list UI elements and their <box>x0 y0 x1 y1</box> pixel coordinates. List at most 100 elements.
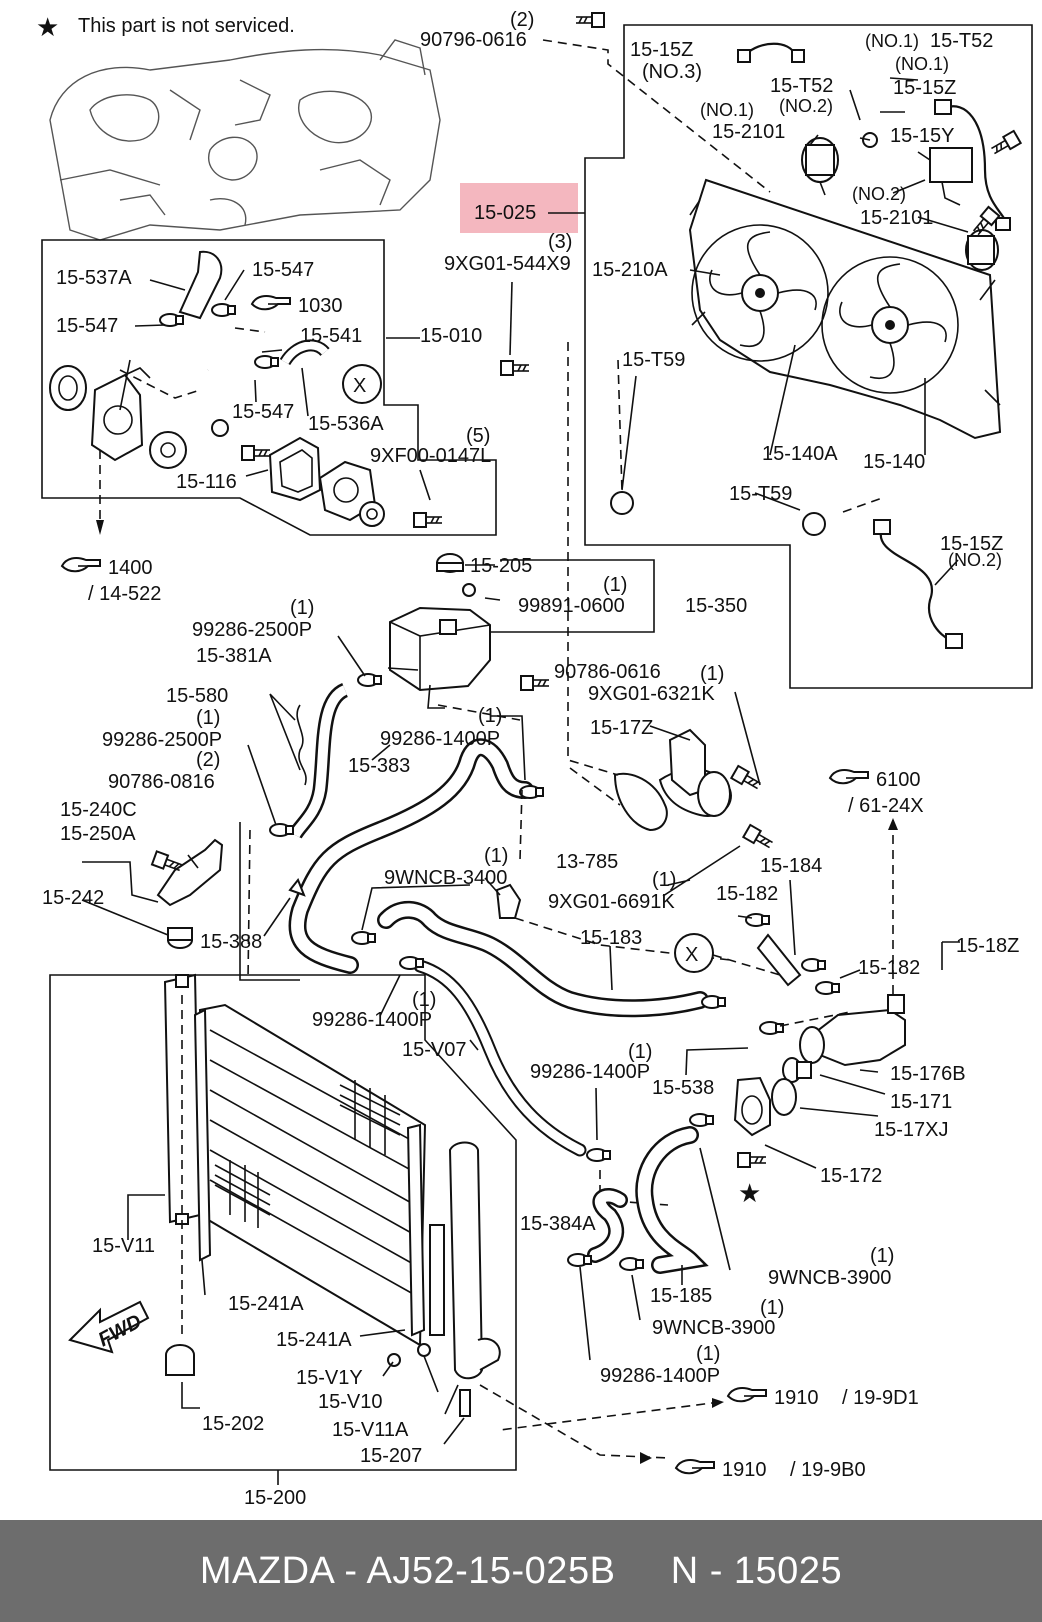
qty-2-b: (2) <box>196 749 220 771</box>
highlight-box <box>460 183 578 233</box>
part-15-547-c: 15-547 <box>232 401 294 423</box>
part-15-384a: 15-384A <box>520 1213 596 1235</box>
star-icon: ★ <box>36 13 59 43</box>
part-15-184: 15-184 <box>760 855 822 877</box>
part-15-025: 15-025 <box>474 202 536 224</box>
svg-text:X: X <box>685 944 698 966</box>
part-15-547-b: 15-547 <box>56 315 118 337</box>
part-90786-0816: 90786-0816 <box>108 771 215 793</box>
qty-1-c: (1) <box>700 663 724 685</box>
ref-1030[interactable]: 1030 <box>251 295 343 317</box>
resistor-15-15y <box>929 147 973 183</box>
qty-1-k: (1) <box>760 1297 784 1319</box>
thermostat-housing-group <box>567 342 776 853</box>
part-15-202: 15-202 <box>202 1413 264 1435</box>
harness-no2 <box>879 527 951 641</box>
part-15-241a-a: 15-241A <box>228 1293 304 1315</box>
part-15-18z: 15-18Z <box>956 935 1019 957</box>
circle-x-b <box>674 933 714 973</box>
ref-1910-a[interactable]: 1910 / 19-9D1 <box>727 1387 919 1409</box>
qty-1-i: (1) <box>628 1041 652 1063</box>
bypass-hose-group: X <box>351 845 781 1018</box>
circle-x-a <box>342 364 382 404</box>
part-15-140: 15-140 <box>863 451 925 473</box>
part-13-785: 13-785 <box>556 851 618 873</box>
part-15-541: 15-541 <box>300 325 362 347</box>
qty-1-b: (1) <box>290 597 314 619</box>
note-text: This part is not serviced. <box>78 15 295 37</box>
part-99891-0600: 99891-0600 <box>518 595 625 617</box>
part-15-538: 15-538 <box>652 1077 714 1099</box>
svg-text:/ 61-24X: / 61-24X <box>848 795 924 817</box>
svg-text:6100: 6100 <box>876 769 921 791</box>
part-15-17z: 15-17Z <box>590 717 653 739</box>
fan-motor-no2 <box>965 229 999 271</box>
ref-1400[interactable]: 1400 / 14-522 <box>61 557 161 605</box>
qty-1-g: (1) <box>652 869 676 891</box>
fwd-arrow: FWD <box>68 1300 150 1354</box>
part-15-t59-a: 15-T59 <box>622 349 685 371</box>
part-15-240c: 15-240C <box>60 799 137 821</box>
part-15-200: 15-200 <box>244 1487 306 1509</box>
part-90796-0616: 90796-0616 <box>420 29 527 51</box>
part-99286-2500p-b: 99286-2500P <box>102 729 222 751</box>
not-serviced-note: ★ This part is not serviced. <box>36 13 295 43</box>
part-9xg01-544x9: 9XG01-544X9 <box>444 253 571 275</box>
part-15-580: 15-580 <box>166 685 228 707</box>
lower-hoses-group <box>379 956 731 1361</box>
part-9wncb-3900-b: 9WNCB-3900 <box>652 1317 775 1339</box>
part-99286-2500p-a: 99286-2500P <box>192 619 312 641</box>
qty-1-d: (1) <box>196 707 220 729</box>
qty-1-f: (1) <box>484 845 508 867</box>
part-15-250a: 15-250A <box>60 823 136 845</box>
part-99286-1400p-a: 99286-1400P <box>380 728 500 750</box>
svg-text:1910: 1910 <box>722 1459 767 1481</box>
ref-1910-b[interactable]: 1910 / 19-9B0 <box>675 1459 866 1481</box>
ref-6100[interactable]: 6100 / 61-24X <box>829 769 924 817</box>
part-15-241a-b: 15-241A <box>276 1329 352 1351</box>
part-15-381a: 15-381A <box>196 645 272 667</box>
part-15-17xj: 15-17XJ <box>874 1119 949 1141</box>
part-15-183: 15-183 <box>580 927 642 949</box>
part-15-383: 15-383 <box>348 755 410 777</box>
part-15-v11a: 15-V11A <box>332 1419 409 1441</box>
qty-2-a: (2) <box>510 9 534 31</box>
radiator-group <box>49 973 724 1485</box>
svg-text:1910: 1910 <box>774 1387 819 1409</box>
part-90786-0616: 90786-0616 <box>554 661 661 683</box>
part-15-15z-b: 15-15Z <box>893 77 956 99</box>
qty-5: (5) <box>466 425 490 447</box>
part-15-176b: 15-176B <box>890 1063 966 1085</box>
part-15-185: 15-185 <box>650 1285 712 1307</box>
part-9xg01-6321k: 9XG01-6321K <box>588 683 715 705</box>
fan-shroud <box>688 178 1002 440</box>
harness-no1 <box>944 105 1006 221</box>
qty-no1-a: (NO.1) <box>865 31 919 51</box>
qty-1-a: (1) <box>603 574 627 596</box>
qty-no1-b: (NO.1) <box>895 54 949 74</box>
overflow-hose-group <box>247 635 419 981</box>
heater-outlet-group: ★ <box>685 879 960 1209</box>
part-15-15z-no3: 15-15Z <box>630 39 693 61</box>
part-15-210a: 15-210A <box>592 259 668 281</box>
part-15-182-a: 15-182 <box>716 883 778 905</box>
part-15-172: 15-172 <box>820 1165 882 1187</box>
svg-text:/ 19-9B0: / 19-9B0 <box>790 1459 866 1481</box>
qty-no2-a: (NO.2) <box>779 96 833 116</box>
footer-bar: MAZDA - AJ52-15-025B N - 15025 <box>0 1520 1042 1622</box>
fan-motor-no1 <box>801 137 839 196</box>
part-9wncb-3900-a: 9WNCB-3900 <box>768 1267 891 1289</box>
part-9xf00-0147l: 9XF00-0147L <box>370 445 491 467</box>
part-15-t59-b: 15-T59 <box>729 483 792 505</box>
part-15-t52-a: 15-T52 <box>930 30 993 52</box>
part-99286-1400p-b: 99286-1400P <box>312 1009 432 1031</box>
qty-1-l: (1) <box>696 1343 720 1365</box>
part-15-205: 15-205 <box>470 555 532 577</box>
part-15-171: 15-171 <box>890 1091 952 1113</box>
svg-text:/ 14-522: / 14-522 <box>88 583 161 605</box>
part-15-388: 15-388 <box>200 931 262 953</box>
part-15-182-b: 15-182 <box>858 957 920 979</box>
svg-text:X: X <box>353 375 366 397</box>
harness-no3 <box>744 42 797 56</box>
part-15-15y: 15-15Y <box>890 125 955 147</box>
